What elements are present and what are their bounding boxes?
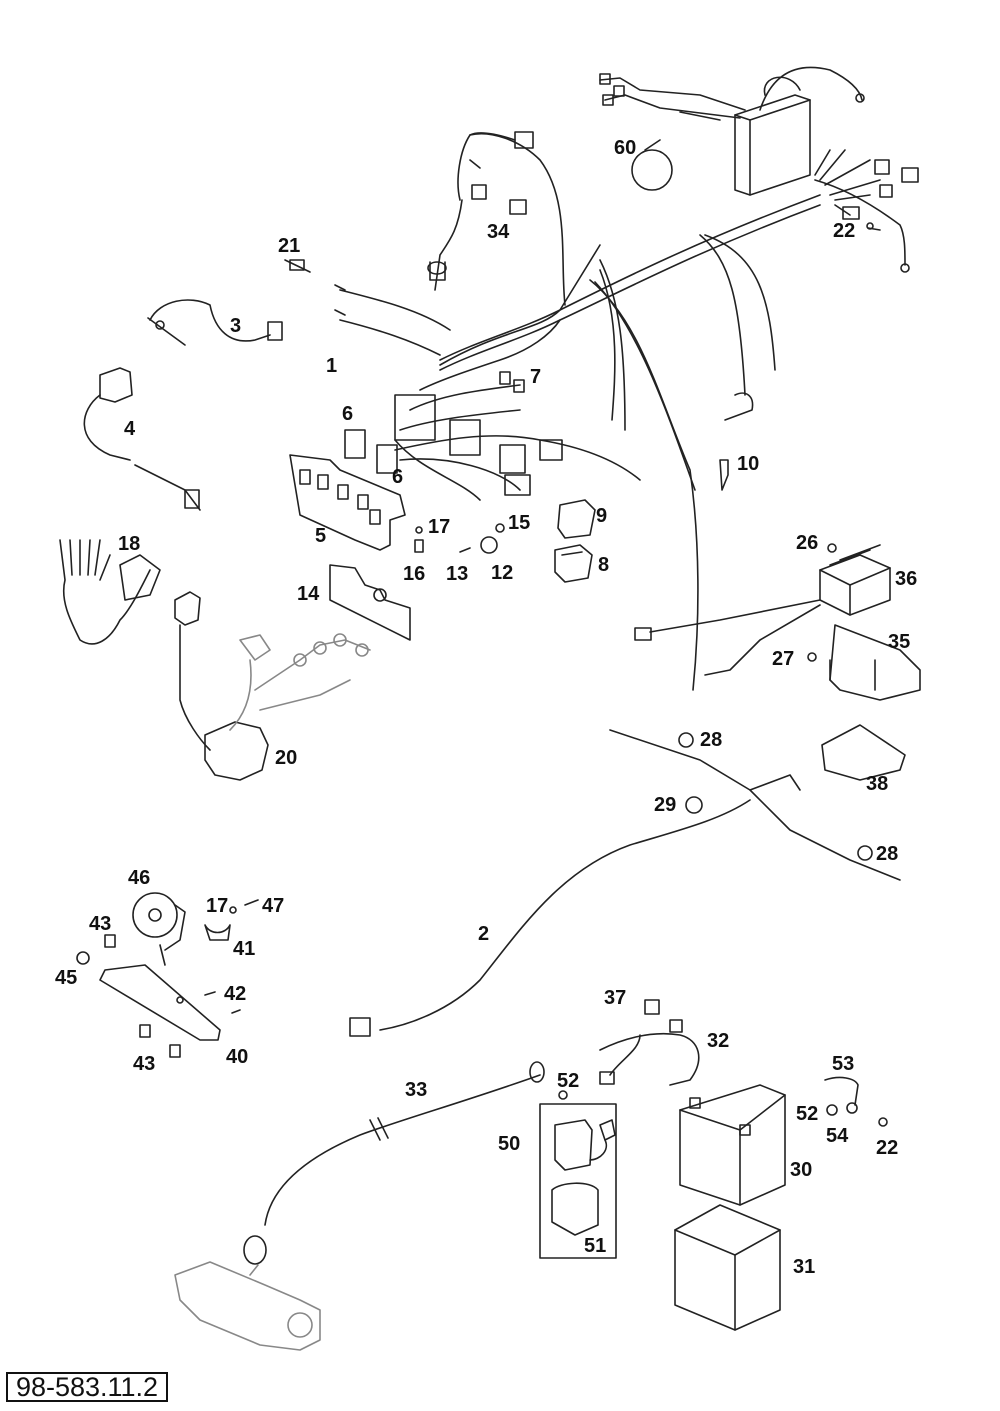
switch-loom-part-18: [59, 539, 161, 645]
callout-35: 35: [888, 631, 910, 653]
starter-motor: [174, 1261, 321, 1351]
callout-17b: 17: [206, 895, 228, 917]
callout-15: 15: [508, 512, 530, 534]
fuse-part-7: [499, 371, 525, 393]
callout-17a: 17: [428, 516, 450, 538]
callout-31: 31: [793, 1256, 815, 1278]
callout-28b: 28: [876, 843, 898, 865]
callout-10: 10: [737, 453, 759, 475]
relay-socket-part-8: [554, 544, 593, 583]
relay-part-6: [344, 429, 398, 474]
callout-labels: 1 2 3 4 5 6 6 7 8 9 10 12 13 14 15 16 17…: [55, 137, 917, 1278]
bracket-part-35: [829, 624, 921, 701]
callout-8: 8: [598, 554, 609, 576]
callout-36: 36: [895, 568, 917, 590]
callout-43b: 43: [133, 1053, 155, 1075]
callout-37: 37: [604, 987, 626, 1009]
callout-32: 32: [707, 1030, 729, 1052]
sensor-part-10: [719, 392, 754, 491]
callout-6b: 6: [392, 466, 403, 488]
callout-4: 4: [124, 418, 136, 440]
callout-14: 14: [297, 583, 320, 605]
callout-33: 33: [405, 1079, 427, 1101]
battery-box-part-31: [674, 1204, 781, 1331]
drawing-reference-number: 98-583.11.2: [6, 1372, 168, 1402]
harness-part-2: [349, 729, 901, 1037]
callout-20: 20: [275, 747, 297, 769]
callout-47: 47: [262, 895, 284, 917]
callout-21: 21: [278, 235, 300, 257]
callout-51: 51: [584, 1235, 606, 1257]
callout-5: 5: [315, 525, 326, 547]
callout-16: 16: [403, 563, 425, 585]
callout-46: 46: [128, 867, 150, 889]
callout-38: 38: [866, 773, 888, 795]
main-wiring-harness: [334, 131, 919, 691]
fuse-part-21: [284, 259, 311, 273]
callout-1: 1: [326, 355, 337, 377]
connector-part-34: [509, 199, 527, 215]
cable-clamp-part-60: [631, 139, 673, 191]
screw-part-27: [807, 652, 817, 662]
callout-43a: 43: [89, 913, 111, 935]
callout-26: 26: [796, 532, 818, 554]
regulator-part-36: [634, 543, 891, 676]
starter-cable-part-33: [243, 1061, 545, 1265]
callout-60: 60: [614, 137, 636, 159]
bracket-plate-part-14: [329, 564, 411, 641]
callout-9: 9: [596, 505, 607, 527]
callout-50: 50: [498, 1133, 520, 1155]
ground-cable-part-53: [824, 1076, 888, 1127]
sensor-cable-part-3: [147, 299, 283, 346]
horn-part-46: [132, 892, 186, 966]
callout-13: 13: [446, 563, 468, 585]
small-fittings: [414, 523, 505, 554]
callout-6a: 6: [342, 403, 353, 425]
small-hardware-horn: [76, 899, 259, 1058]
ignition-lock-part-20: [174, 591, 371, 781]
callout-2: 2: [478, 923, 489, 945]
callout-54: 54: [826, 1125, 849, 1147]
callout-22a: 22: [833, 220, 855, 242]
switch-part-4: [83, 367, 201, 511]
battery-part-30: [679, 1084, 786, 1206]
callout-12: 12: [491, 562, 513, 584]
callout-42: 42: [224, 983, 246, 1005]
callout-53: 53: [832, 1053, 854, 1075]
callout-41: 41: [233, 938, 255, 960]
starter-relay-box: [539, 1090, 617, 1259]
callout-28a: 28: [700, 729, 722, 751]
screw-part-22-top: [866, 222, 881, 231]
callout-22b: 22: [876, 1137, 898, 1159]
callout-29: 29: [654, 794, 676, 816]
control-unit-box: [599, 66, 865, 196]
callout-52b: 52: [796, 1103, 818, 1125]
callout-18: 18: [118, 533, 140, 555]
fuse-relay-board: [289, 454, 406, 551]
callout-3: 3: [230, 315, 241, 337]
horn-bracket-part-40: [99, 964, 221, 1041]
cover-part-38: [821, 724, 906, 781]
callout-7: 7: [530, 366, 541, 388]
callout-52a: 52: [557, 1070, 579, 1092]
cable-part-32: [599, 999, 700, 1086]
callout-40: 40: [226, 1046, 248, 1068]
relay-part-9: [557, 499, 596, 539]
callout-27: 27: [772, 648, 794, 670]
callout-45: 45: [55, 967, 77, 989]
callout-30: 30: [790, 1159, 812, 1181]
callout-34: 34: [487, 221, 510, 243]
